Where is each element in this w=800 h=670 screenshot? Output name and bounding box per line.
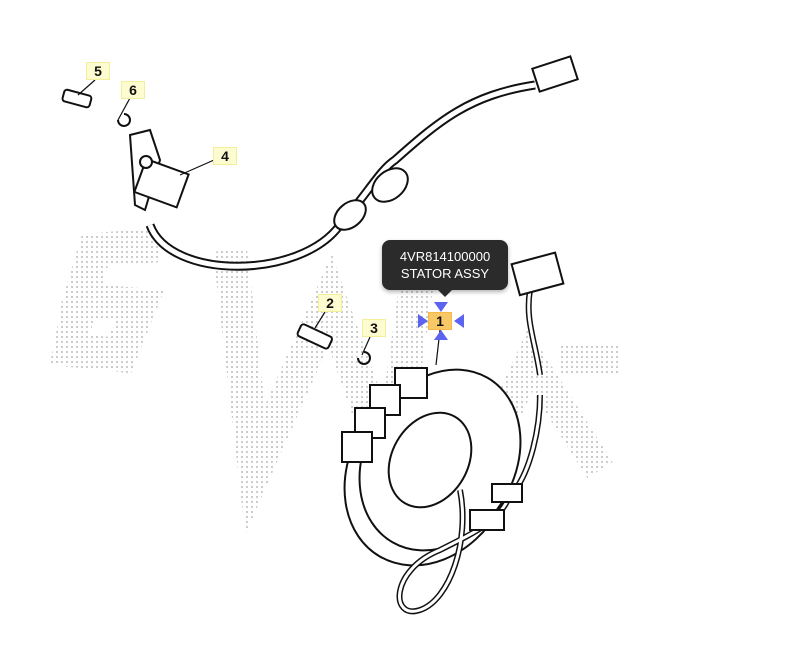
arrow-up-icon <box>434 330 448 340</box>
arrow-left-icon <box>454 314 464 328</box>
callout-1-selected[interactable]: 1 <box>428 312 452 330</box>
callout-2[interactable]: 2 <box>318 294 342 312</box>
part-tooltip: 4VR814100000 STATOR ASSY <box>382 240 508 297</box>
arrow-down-icon <box>434 302 448 312</box>
tooltip-part-name: STATOR ASSY <box>400 266 490 281</box>
sensor-bracket <box>128 128 190 212</box>
callout-4[interactable]: 4 <box>213 147 237 165</box>
bolts <box>61 88 371 365</box>
callout-6[interactable]: 6 <box>121 81 145 99</box>
callout-5[interactable]: 5 <box>86 62 110 80</box>
wire-harness <box>145 55 579 271</box>
stator-leads <box>396 251 565 615</box>
callout-3[interactable]: 3 <box>362 319 386 337</box>
arrow-right-icon <box>418 314 428 328</box>
tooltip-part-number: 4VR814100000 <box>399 249 491 264</box>
